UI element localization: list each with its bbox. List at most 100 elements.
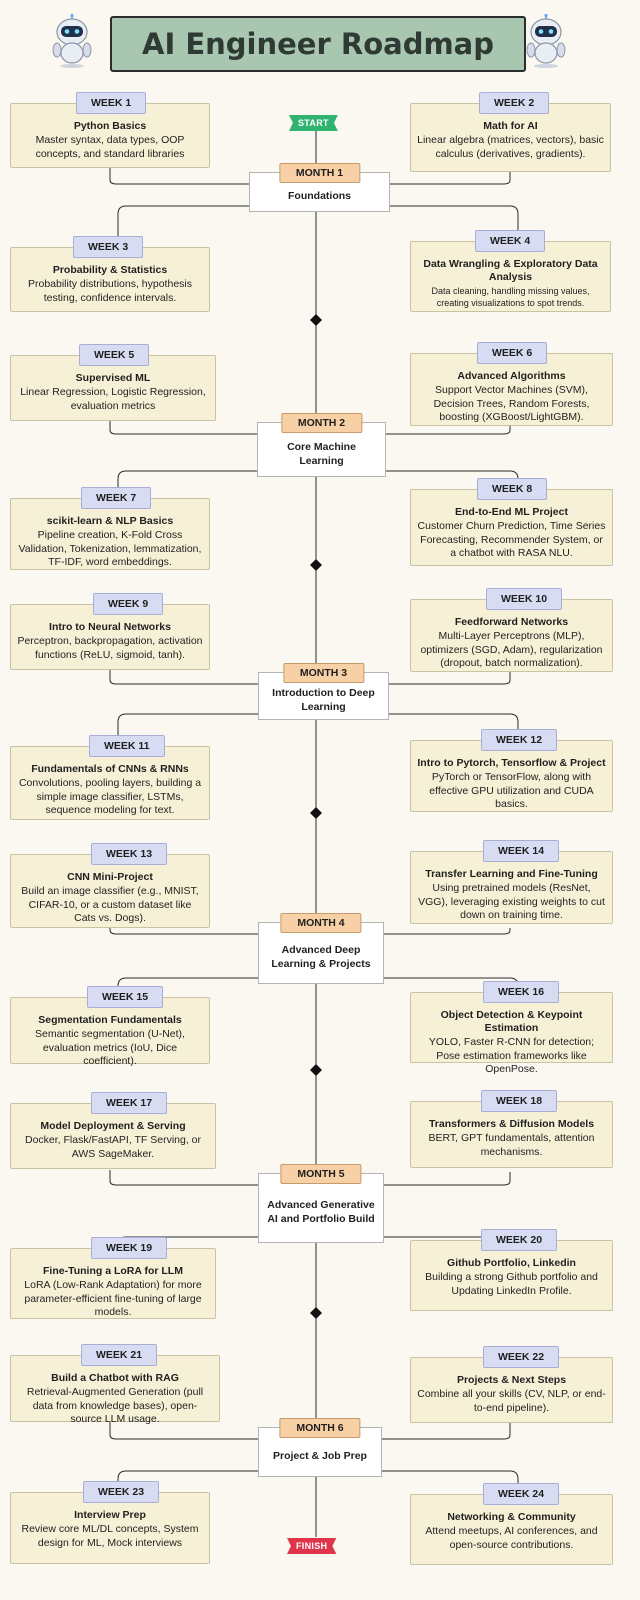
week-tag: WEEK 22	[483, 1346, 560, 1368]
week-tag: WEEK 19	[91, 1237, 168, 1259]
month-tag: MONTH 3	[282, 663, 365, 683]
month-title: Foundations	[288, 190, 351, 202]
week-description: Semantic segmentation (U-Net), evaluatio…	[35, 1028, 185, 1067]
week-description: Using pretrained models (ResNet, VGG), l…	[418, 882, 605, 921]
week-title: Networking & Community	[447, 1511, 576, 1523]
week-tag: WEEK 12	[481, 729, 558, 751]
week-title: Supervised ML	[75, 372, 151, 384]
week-card-21: WEEK 21 Build a Chatbot with RAG Retrieval…	[10, 1344, 220, 1425]
week-description: Combine all your skills (CV, NLP, or end…	[417, 1388, 606, 1414]
week-title: Math for AI	[483, 120, 538, 132]
week-description: Data cleaning, handling missing values, …	[431, 286, 590, 308]
page-title: AI Engineer Roadmap	[110, 16, 526, 72]
week-description: Pipeline creation, K-Fold Cross Validati…	[18, 529, 202, 568]
week-title: Intro to Pytorch, Tensorflow & Project	[417, 757, 606, 769]
week-title: Feedforward Networks	[454, 616, 569, 628]
week-tag: WEEK 6	[477, 342, 548, 364]
week-description: Retrieval-Augmented Generation (pull dat…	[26, 1386, 204, 1425]
week-description: Probability distributions, hypothesis te…	[27, 278, 192, 304]
month-tag: MONTH 2	[280, 413, 363, 433]
week-tag: WEEK 14	[483, 840, 560, 862]
week-description: Building a strong Github portfolio and U…	[425, 1271, 598, 1297]
week-description: Support Vector Machines (SVM), Decision …	[433, 384, 590, 423]
milestone-diamond-2	[310, 559, 322, 571]
week-tag: WEEK 16	[483, 981, 560, 1003]
week-card-12: WEEK 12 Intro to Pytorch, Tensorflow & Pr…	[410, 729, 613, 812]
month-box-6: MONTH 6 Project & Job Prep	[258, 1418, 382, 1477]
week-tag: WEEK 11	[89, 735, 165, 757]
week-title: Fundamentals of CNNs & RNNs	[31, 763, 189, 775]
milestone-diamond-1	[310, 314, 322, 326]
week-description: Review core ML/DL concepts, System desig…	[21, 1523, 199, 1549]
month-tag: MONTH 6	[279, 1418, 361, 1438]
month-tag: MONTH 1	[278, 163, 361, 183]
week-title: Advanced Algorithms	[457, 370, 566, 382]
week-description: LoRA (Low-Rank Adaptation) for more para…	[24, 1279, 202, 1318]
connector-right-upper	[390, 170, 511, 185]
start-flag: START	[289, 115, 338, 131]
week-tag: WEEK 7	[81, 487, 152, 509]
connector-left-upper	[109, 1170, 258, 1186]
week-title: Model Deployment & Serving	[40, 1120, 186, 1132]
month-box-1: MONTH 1 Foundations	[249, 163, 390, 212]
week-tag: WEEK 23	[83, 1481, 160, 1503]
week-description: Master syntax, data types, OOP concepts,…	[35, 134, 185, 160]
connector-right-upper	[389, 672, 511, 685]
milestone-diamond-3	[310, 807, 322, 819]
week-title: Build a Chatbot with RAG	[51, 1372, 179, 1384]
week-tag: WEEK 8	[477, 478, 548, 500]
week-title: Intro to Neural Networks	[49, 621, 171, 633]
week-title: scikit-learn & NLP Basics	[46, 515, 174, 527]
month-tag: MONTH 4	[280, 913, 362, 933]
week-title: Object Detection & Keypoint Estimation	[440, 1009, 583, 1034]
week-card-2: WEEK 2 Math for AI Linear algebra (matrice…	[410, 92, 611, 172]
connector-right-upper	[382, 1422, 511, 1440]
connector-left-upper	[109, 420, 257, 435]
week-title: Data Wrangling & Exploratory Data Analys…	[423, 258, 598, 283]
connector-right-upper	[384, 1172, 511, 1186]
week-description: BERT, GPT fundamentals, attention mechan…	[428, 1132, 595, 1158]
week-tag: WEEK 10	[486, 588, 563, 610]
robot-mascot-left	[52, 14, 92, 68]
week-description: Customer Churn Prediction, Time Series F…	[417, 520, 606, 559]
month-title: Project & Job Prep	[273, 1450, 367, 1462]
week-tag: WEEK 1	[76, 92, 147, 114]
week-title: Transfer Learning and Fine-Tuning	[425, 868, 598, 880]
week-tag: WEEK 2	[479, 92, 550, 114]
week-description: Multi-Layer Perceptrons (MLP), optimizer…	[420, 630, 603, 669]
week-description: YOLO, Faster R-CNN for detection; Pose e…	[428, 1036, 595, 1075]
week-title: End-to-End ML Project	[455, 506, 568, 518]
week-title: Transformers & Diffusion Models	[428, 1118, 595, 1130]
week-title: Projects & Next Steps	[456, 1374, 567, 1386]
week-tag: WEEK 21	[81, 1344, 158, 1366]
milestone-diamond-4	[310, 1064, 322, 1076]
week-tag: WEEK 5	[79, 344, 150, 366]
connector-right-upper	[384, 928, 511, 935]
month-tag: MONTH 5	[280, 1164, 362, 1184]
week-title: Probability & Statistics	[52, 264, 168, 276]
finish-flag: FINISH	[287, 1538, 337, 1554]
week-description: Linear algebra (matrices, vectors), basi…	[417, 134, 604, 160]
week-title: Github Portfolio, Linkedin	[447, 1257, 576, 1269]
milestone-diamond-5	[310, 1307, 322, 1319]
week-description: Convolutions, pooling layers, building a…	[18, 777, 202, 816]
week-description: Docker, Flask/FastAPI, TF Serving, or AW…	[24, 1134, 202, 1160]
week-description: Linear Regression, Logistic Regression, …	[20, 386, 206, 412]
